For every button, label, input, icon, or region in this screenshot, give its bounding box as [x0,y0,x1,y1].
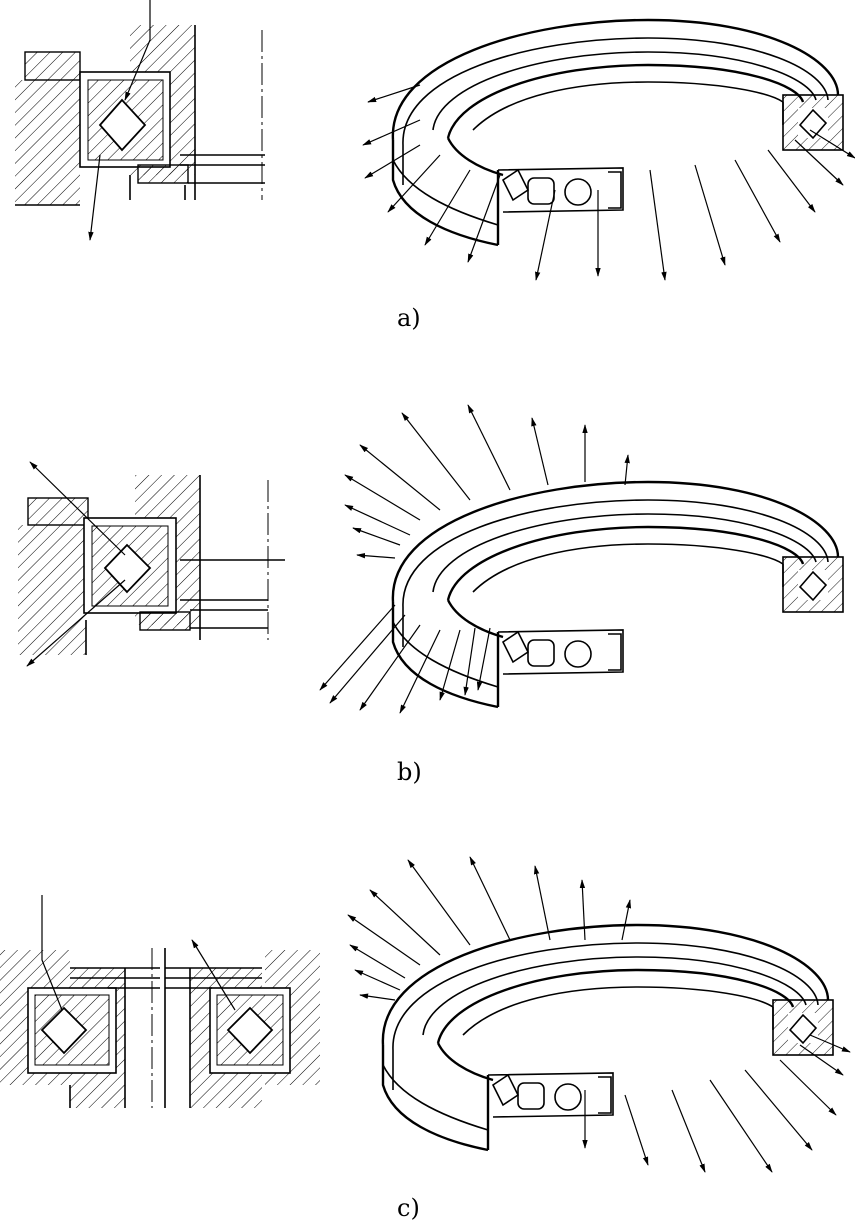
panel-b-section-view [18,461,285,667]
panel-a [15,0,855,281]
panel-c [0,856,851,1173]
panel-c-load-arrows [347,856,851,1173]
panel-c-section-view [0,895,320,1108]
caption-b: b) [397,758,422,786]
panel-a-section-view [15,0,265,241]
caption-c: c) [397,1194,420,1222]
caption-a: a) [397,304,421,332]
panel-a-load-arrows [362,84,855,281]
panel-c-ring [381,923,835,1152]
panel-b [18,404,845,714]
panel-a-ring [391,18,845,247]
panel-b-ring [391,480,845,709]
panel-b-load-arrows [319,404,630,714]
